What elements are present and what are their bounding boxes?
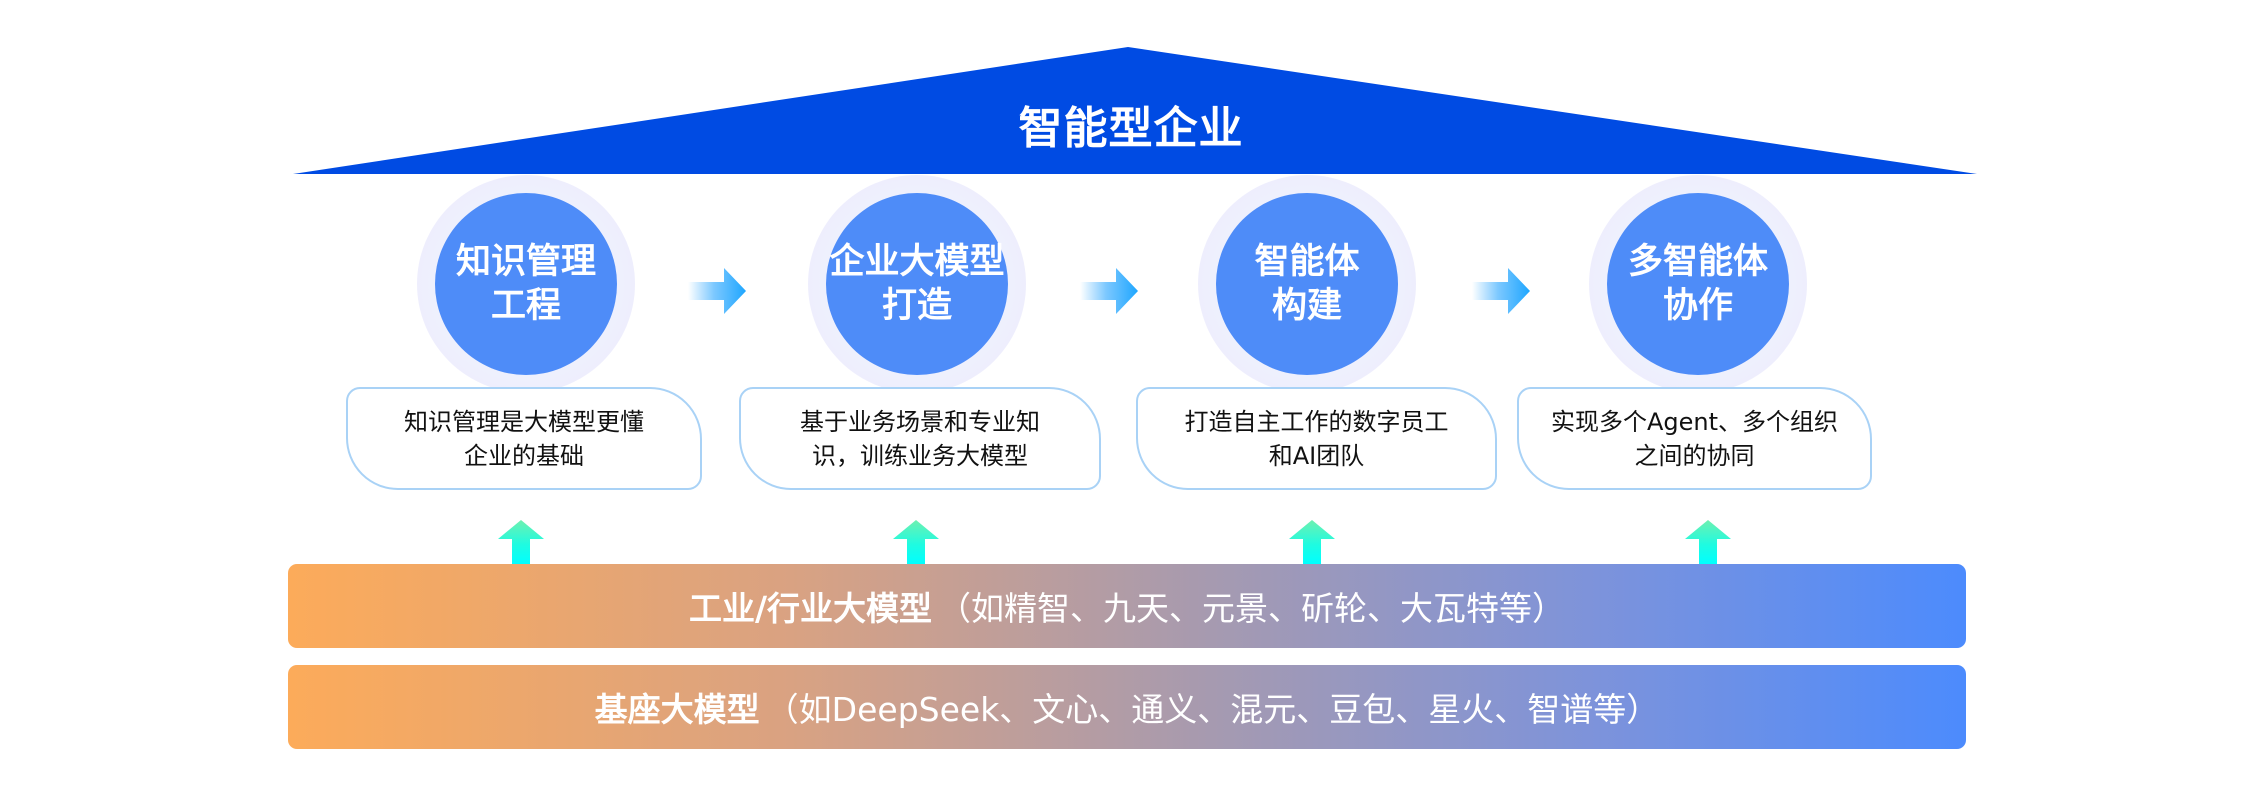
- bar-label: 工业/行业大模型: [688, 589, 933, 628]
- stage-title-line: 知识管理: [455, 242, 596, 282]
- stage-title-line: 工程: [490, 286, 561, 326]
- stage-title-line: 多智能体: [1627, 242, 1768, 282]
- industry-model-bar: 工业/行业大模型 （如精智、九天、元景、斫轮、大瓦特等）: [288, 564, 1966, 648]
- bar-examples: （如精智、九天、元景、斫轮、大瓦特等）: [938, 589, 1566, 628]
- desc-line: 打造自主工作的数字员工: [1184, 407, 1449, 436]
- stage-description: 打造自主工作的数字员工 和AI团队: [1136, 387, 1497, 490]
- page-title: 智能型企业: [1018, 103, 1244, 154]
- stage-description: 基于业务场景和专业知 识，训练业务大模型: [739, 387, 1101, 490]
- arrow-up-icon: [1289, 520, 1335, 564]
- arrow-right-icon: [1472, 268, 1530, 314]
- stage-description: 实现多个Agent、多个组织 之间的协同: [1517, 387, 1872, 490]
- stage-title-line: 企业大模型: [829, 242, 1005, 282]
- bar-examples: （如DeepSeek、文心、通义、混元、豆包、星火、智谱等）: [765, 690, 1660, 729]
- arrow-up-icon: [498, 520, 544, 564]
- stage-title-line: 打造: [881, 286, 952, 326]
- desc-line: 企业的基础: [464, 441, 584, 470]
- desc-line: 基于业务场景和专业知: [800, 407, 1040, 436]
- arrow-right-icon: [688, 268, 746, 314]
- stage-title-line: 构建: [1271, 286, 1342, 326]
- desc-line: 知识管理是大模型更懂: [404, 407, 644, 436]
- stage-circle-agent: 智能体 构建: [1198, 175, 1416, 393]
- stage-core: 智能体 构建: [1216, 193, 1398, 375]
- base-model-bar: 基座大模型 （如DeepSeek、文心、通义、混元、豆包、星火、智谱等）: [288, 665, 1966, 749]
- arrow-right-icon: [1080, 268, 1138, 314]
- arrow-up-icon: [893, 520, 939, 564]
- arrow-up-icon: [1685, 520, 1731, 564]
- stage-core: 多智能体 协作: [1607, 193, 1789, 375]
- stage-title-line: 智能体: [1254, 242, 1360, 282]
- desc-line: 之间的协同: [1634, 441, 1755, 470]
- desc-line: 识，训练业务大模型: [812, 441, 1028, 470]
- stage-circle-knowledge: 知识管理 工程: [417, 175, 635, 393]
- desc-line: 和AI团队: [1268, 441, 1365, 470]
- stage-title-line: 协作: [1662, 286, 1733, 326]
- bar-label: 基座大模型: [594, 690, 760, 729]
- stage-description: 知识管理是大模型更懂 企业的基础: [346, 387, 702, 490]
- stage-core: 企业大模型 打造: [826, 193, 1008, 375]
- stage-circle-multi-agent: 多智能体 协作: [1589, 175, 1807, 393]
- desc-line: 实现多个Agent、多个组织: [1550, 407, 1839, 436]
- stage-circle-enterprise-model: 企业大模型 打造: [808, 175, 1026, 393]
- stage-core: 知识管理 工程: [435, 193, 617, 375]
- roof-shape: [293, 47, 1977, 174]
